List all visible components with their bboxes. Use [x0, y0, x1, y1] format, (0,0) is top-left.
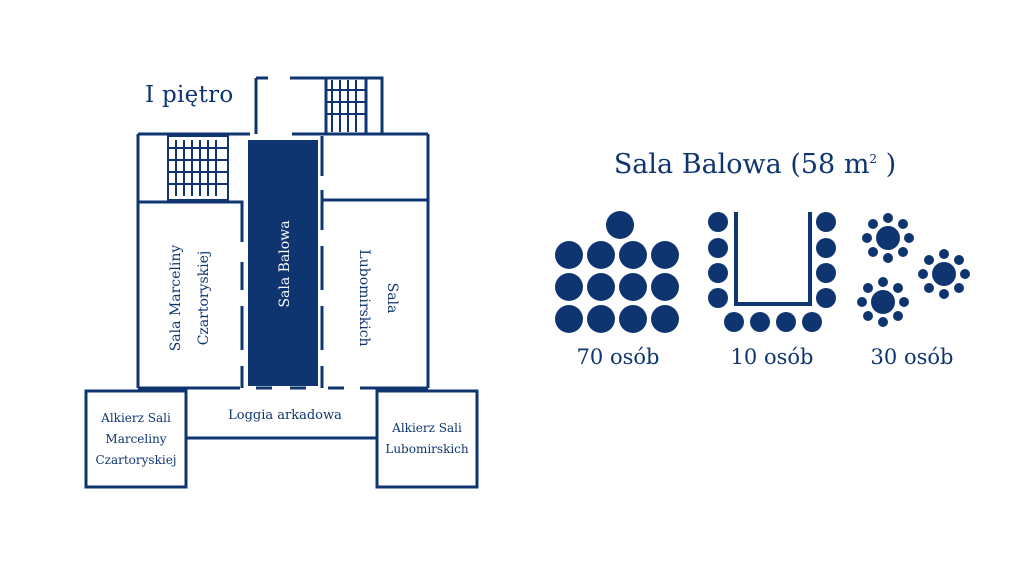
round-tables-layout-icon [857, 213, 970, 327]
room-detail-title: Sala Balowa (58 m2 ) [613, 149, 897, 180]
floor-title: I piętro [145, 82, 234, 108]
sala-balowa-highlight [248, 140, 318, 386]
capacity-theatre: 70 osób [576, 345, 660, 369]
capacity-u-shape: 10 osób [730, 345, 814, 369]
capacity-round-tables: 30 osób [870, 345, 954, 369]
alkierz-left-label[interactable]: Alkierz Sali Marceliny Czartoryskiej [95, 411, 177, 467]
alkierz-right-label[interactable]: Alkierz Sali Lubomirskich [385, 421, 469, 456]
loggia-label[interactable]: Loggia arkadowa [228, 408, 342, 423]
theatre-layout-icon [555, 211, 679, 333]
u-shape-layout-icon [708, 212, 836, 332]
